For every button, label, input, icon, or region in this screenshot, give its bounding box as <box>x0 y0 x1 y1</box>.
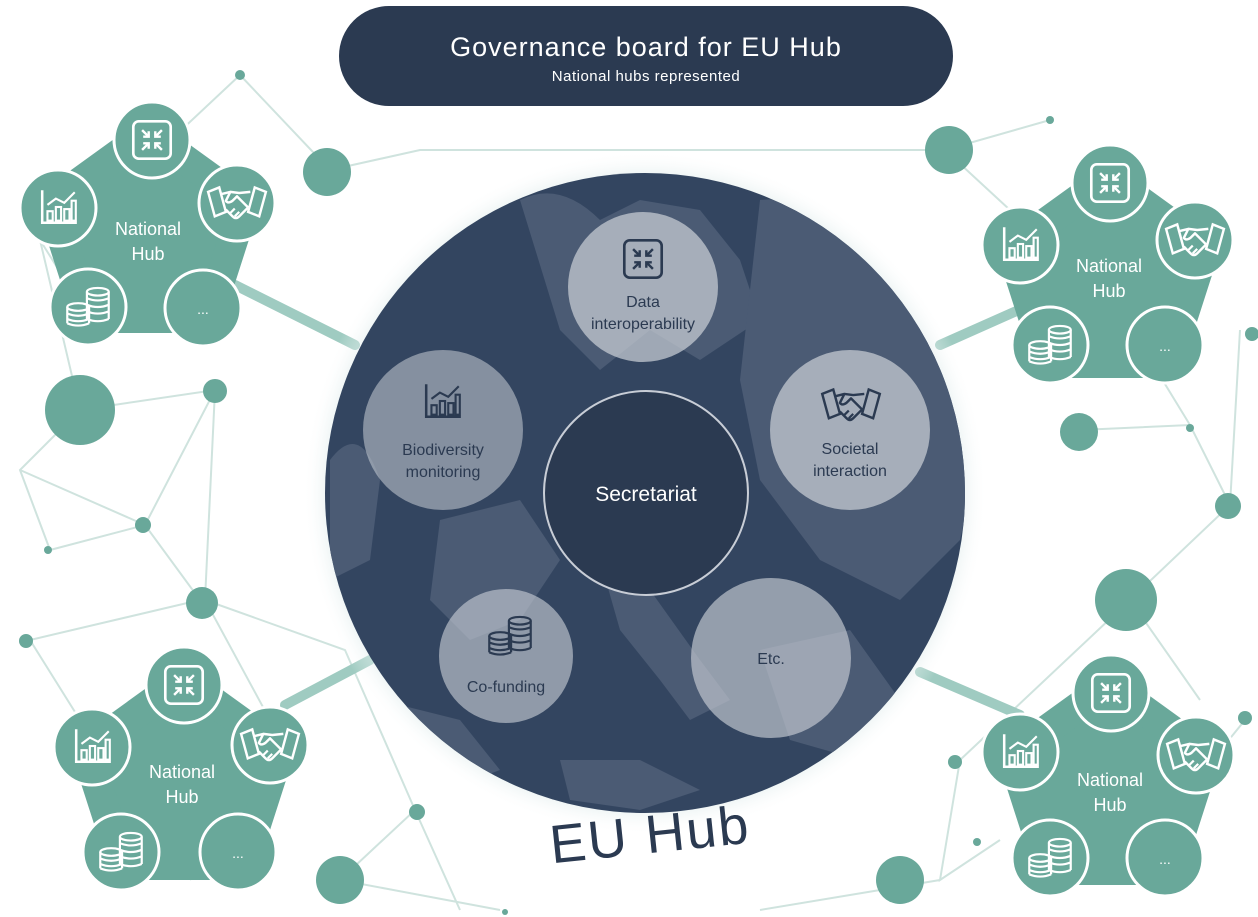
network-nodes <box>19 70 1258 915</box>
pillar-label-line2: interoperability <box>591 316 695 333</box>
governance-banner: Governance board for EU Hub National hub… <box>339 6 953 106</box>
banner-title: Governance board for EU Hub <box>450 32 842 62</box>
hub-label-line1: National <box>1076 256 1142 276</box>
secretariat-circle <box>543 390 749 596</box>
national-hub-bottom-right: ... National Hub <box>980 653 1236 898</box>
banner-subtitle: National hubs represented <box>551 68 741 85</box>
pillar-biodiversity-monitoring: Biodiversity monitoring <box>363 350 523 510</box>
pillar-data-interoperability: Data interoperability <box>568 212 718 362</box>
more-label: ... <box>1159 851 1171 867</box>
pillar-label-line1: Societal <box>822 441 879 458</box>
pillar-label-line1: Etc. <box>757 651 785 668</box>
hub-label-line1: National <box>115 219 181 239</box>
secretariat-label: Secretariat <box>595 483 697 506</box>
pillar-label-line1: Biodiversity <box>402 442 484 459</box>
pillar-label-line1: Data <box>626 294 660 311</box>
more-label: ... <box>1159 338 1171 354</box>
pillar-label-line2: interaction <box>813 463 887 480</box>
more-label: ... <box>232 845 244 861</box>
more-label: ... <box>197 301 209 317</box>
pillar-label-line1: Co-funding <box>467 679 545 696</box>
national-hub-top-left: ... National Hub <box>18 100 277 348</box>
pillar-label-line2: monitoring <box>406 464 481 481</box>
eu-hub-globe: Secretariat Data interoperability Biodiv… <box>303 151 987 835</box>
pillar-etc: Etc. <box>691 578 851 738</box>
national-hub-bottom-left: ... National Hub <box>52 645 310 892</box>
hub-label-line2: Hub <box>1092 281 1125 301</box>
hub-label-line1: National <box>149 762 215 782</box>
hub-label-line2: Hub <box>1093 795 1126 815</box>
hub-label-line2: Hub <box>165 787 198 807</box>
pillar-societal-interaction: Societal interaction <box>770 350 930 510</box>
pillar-co-funding: Co-funding <box>439 589 573 723</box>
hub-label-line2: Hub <box>131 244 164 264</box>
national-hub-top-right: ... National Hub <box>980 143 1235 385</box>
hub-label-line1: National <box>1077 770 1143 790</box>
